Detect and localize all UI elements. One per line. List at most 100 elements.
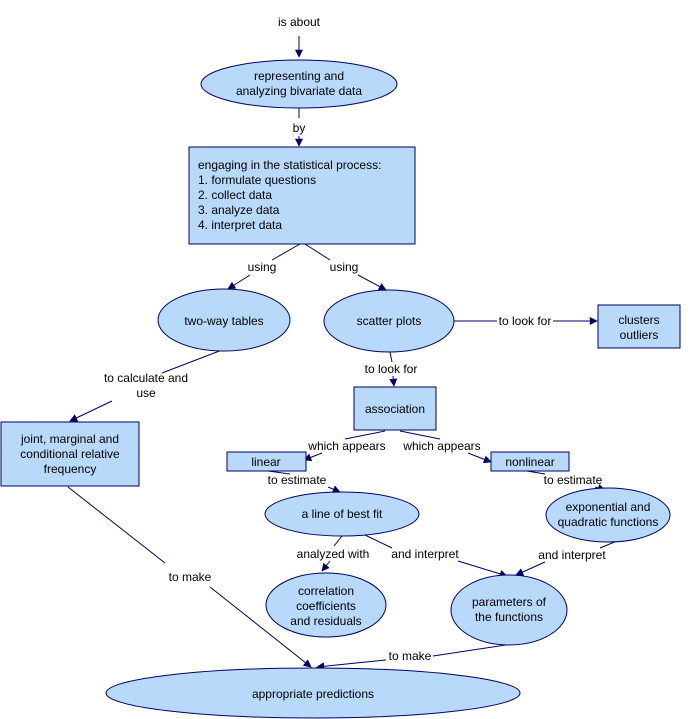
edge-label-which-left-line: which appears <box>307 439 385 453</box>
edge-label-estimate-right: to estimate <box>544 473 603 487</box>
node-engaging[interactable] <box>188 146 416 245</box>
edge-label-which-left: which appears <box>307 439 385 453</box>
node-joint-text-line: frequency <box>44 462 97 476</box>
node-linear-text: linear <box>251 455 280 469</box>
edge-look-down-b <box>389 375 398 387</box>
edge-make-left-b <box>209 586 312 668</box>
edge-label-look-down: to look for <box>365 362 418 376</box>
edge-label-estimate-right-line: to estimate <box>544 473 603 487</box>
node-best-fit-text: a line of best fit <box>302 507 383 521</box>
node-correlation-text-line: coefficients <box>296 599 356 613</box>
edge-label-interpret-left-line: and interpret <box>391 547 459 561</box>
node-exponential-text-line: exponential and <box>566 500 651 514</box>
node-exponential[interactable] <box>545 487 671 543</box>
node-best-fit[interactable] <box>264 491 420 537</box>
node-engaging-text-line: engaging in the statistical process: <box>198 158 381 172</box>
edge-using-right-a <box>304 243 331 261</box>
edge-label-analyzed: analyzed with <box>297 547 370 561</box>
edge-make-bottom-b <box>316 659 387 671</box>
node-correlation[interactable] <box>265 572 387 638</box>
edge-label-make-left-line: to make <box>169 570 212 584</box>
node-correlation-text-line: and residuals <box>290 614 361 628</box>
edge-label-which-right-line: which appears <box>402 439 480 453</box>
node-scatter[interactable] <box>323 289 455 353</box>
edge-label-interpret-right: and interpret <box>538 548 606 562</box>
top-label: is about <box>278 15 321 29</box>
edge-label-make-bottom: to make <box>389 649 432 663</box>
node-predictions[interactable] <box>105 667 521 719</box>
node-engaging-text-line: 4. interpret data <box>198 218 282 232</box>
node-nonlinear-text-line: nonlinear <box>505 455 554 469</box>
edge-label-calc-line: use <box>136 386 156 400</box>
edge-analyzed-b <box>321 560 331 572</box>
node-representing-text-line: representing and <box>254 69 344 83</box>
node-clusters-text-line: clusters <box>618 313 659 327</box>
edge-label-interpret-left: and interpret <box>391 547 459 561</box>
edge-look-down-a <box>389 351 393 363</box>
edge-label-using-left-line: using <box>248 260 277 274</box>
edge-label-using-left: using <box>248 260 277 274</box>
node-joint-text-line: joint, marginal and <box>20 432 119 446</box>
edge-label-make-left: to make <box>169 570 212 584</box>
edge-make-left-a <box>67 486 166 564</box>
node-predictions-text: appropriate predictions <box>252 687 374 701</box>
edge-calc-a <box>161 349 223 374</box>
edge-label-analyzed-line: analyzed with <box>297 547 370 561</box>
edge-which-right-b <box>467 452 492 464</box>
node-parameters-text-line: the functions <box>475 610 543 624</box>
node-association-text-line: association <box>365 402 425 416</box>
edge-label-which-right: which appears <box>402 439 480 453</box>
edge-using-left-b <box>227 274 251 290</box>
edge-label-by-line: by <box>293 121 306 135</box>
node-engaging-text-line: 3. analyze data <box>198 203 280 217</box>
node-two-way-text-line: two-way tables <box>184 314 263 328</box>
edge-make-bottom-a <box>432 643 513 657</box>
node-linear[interactable] <box>226 451 307 472</box>
node-scatter-text-line: scatter plots <box>357 314 422 328</box>
edge-which-right-a <box>399 430 441 440</box>
node-best-fit-text-line: a line of best fit <box>302 507 383 521</box>
node-joint-text-line: conditional relative <box>20 447 120 461</box>
node-scatter-text: scatter plots <box>357 314 422 328</box>
node-clusters[interactable] <box>597 304 681 349</box>
edge-label-calc-line: to calculate and <box>104 371 188 385</box>
node-joint[interactable] <box>0 421 140 487</box>
edge-label-interpret-right-line: and interpret <box>538 548 606 562</box>
edge-label-using-right: using <box>330 260 359 274</box>
node-two-way[interactable] <box>157 288 291 352</box>
edge-estimate-left-b <box>327 485 341 493</box>
node-linear-text-line: linear <box>251 455 280 469</box>
edge-label-look-down-line: to look for <box>365 362 418 376</box>
edge-label-estimate-left-line: to estimate <box>268 473 327 487</box>
edge-label-look-right-line: to look for <box>499 314 552 328</box>
node-nonlinear[interactable] <box>490 451 570 472</box>
edge-which-left-a <box>344 430 386 440</box>
node-correlation-text-line: correlation <box>298 584 354 598</box>
edge-label-using-right-line: using <box>330 260 359 274</box>
edge-interpret-left-a <box>364 534 393 549</box>
node-parameters[interactable] <box>450 574 568 646</box>
edge-interpret-right-b <box>515 561 546 576</box>
edge-interpret-left-b <box>457 560 508 578</box>
node-predictions-text-line: appropriate predictions <box>252 687 374 701</box>
node-engaging-text-line: 1. formulate questions <box>198 173 316 187</box>
edge-using-right-b <box>357 274 387 291</box>
node-exponential-text-line: quadratic functions <box>558 515 659 529</box>
edge-label-by: by <box>293 121 306 135</box>
node-association[interactable] <box>353 386 437 431</box>
node-representing-text-line: analyzing bivariate data <box>236 84 362 98</box>
edge-calc-b <box>69 400 113 422</box>
node-parameters-text-line: parameters of <box>472 595 547 609</box>
node-clusters-text-line: outliers <box>620 328 659 342</box>
edge-label-estimate-left: to estimate <box>268 473 327 487</box>
edge-analyzed-a <box>333 535 343 547</box>
node-representing[interactable] <box>200 59 398 109</box>
edge-label-look-right: to look for <box>499 314 552 328</box>
